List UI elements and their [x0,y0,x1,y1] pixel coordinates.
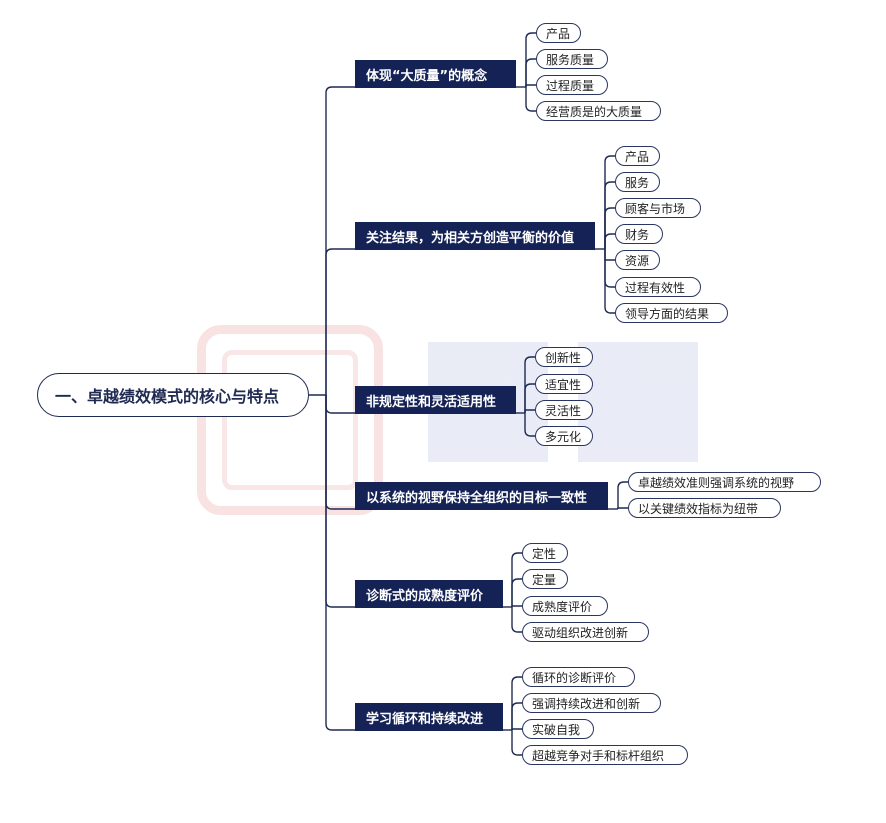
root-node[interactable]: 一、卓越绩效模式的核心与特点 [37,373,309,417]
leaf-node[interactable]: 适宜性 [535,374,593,394]
leaf-node[interactable]: 财务 [615,224,663,244]
watermark-seal [197,325,383,515]
branch-node[interactable]: 诊断式的成熟度评价 [355,580,503,608]
connector-line [525,32,536,87]
connector-line [511,728,522,730]
connector-line [511,702,522,730]
leaf-node[interactable]: 多元化 [535,426,593,446]
leaf-node[interactable]: 产品 [536,23,581,43]
leaf-node[interactable]: 循环的诊断评价 [522,667,635,687]
leaf-node[interactable]: 驱动组织改进创新 [522,622,649,642]
branch-node[interactable]: 关注结果，为相关方创造平衡的价值 [355,222,595,250]
leaf-node[interactable]: 超越竞争对手和标杆组织 [522,745,688,765]
connector-line [525,87,536,112]
connector-line [604,233,615,249]
connector-line [604,155,615,249]
leaf-node[interactable]: 定量 [522,569,568,589]
connector-line [604,207,615,249]
connector-line [325,86,516,395]
leaf-node[interactable]: 实破自我 [522,719,594,739]
leaf-node[interactable]: 以关键绩效指标为纽带 [628,498,781,518]
connector-line [511,578,522,607]
leaf-node[interactable]: 服务 [615,172,660,192]
connector-line [524,383,535,413]
branch-node[interactable]: 非规定性和灵活适用性 [355,386,516,414]
connector-line [325,248,595,395]
branch-node[interactable]: 学习循环和持续改进 [355,703,503,731]
connector-line [525,84,536,87]
connector-line [511,552,522,607]
connector-line [604,249,615,288]
leaf-node[interactable]: 领导方面的结果 [615,303,728,323]
leaf-node[interactable]: 定性 [522,543,568,563]
connector-line [617,481,628,509]
leaf-node[interactable]: 卓越绩效准则强调系统的视野 [628,472,821,492]
connector-line [617,507,628,509]
connector-line [525,58,536,87]
connector-line [604,249,615,261]
connector-line [511,676,522,730]
leaf-node[interactable]: 过程有效性 [615,277,701,297]
leaf-node[interactable]: 过程质量 [536,75,608,95]
connector-line [524,413,535,437]
leaf-node[interactable]: 顾客与市场 [615,198,701,218]
connector-line [524,356,535,413]
leaf-node[interactable]: 成熟度评价 [522,596,608,616]
connector-line [325,395,503,731]
connector-line [511,730,522,756]
leaf-node[interactable]: 灵活性 [535,400,593,420]
leaf-node[interactable]: 创新性 [535,347,593,367]
leaf-node[interactable]: 服务质量 [536,49,608,69]
connector-line [511,605,522,607]
branch-node[interactable]: 体现“大质量”的概念 [355,60,516,88]
connector-line [604,249,615,314]
connector-line [511,607,522,633]
connector-line [524,409,535,413]
leaf-node[interactable]: 经营质是的大质量 [536,101,661,121]
leaf-node[interactable]: 强调持续改进和创新 [522,693,661,713]
leaf-node[interactable]: 产品 [615,146,660,166]
leaf-node[interactable]: 资源 [615,250,660,270]
branch-node[interactable]: 以系统的视野保持全组织的目标一致性 [355,482,608,510]
connector-line [604,181,615,249]
